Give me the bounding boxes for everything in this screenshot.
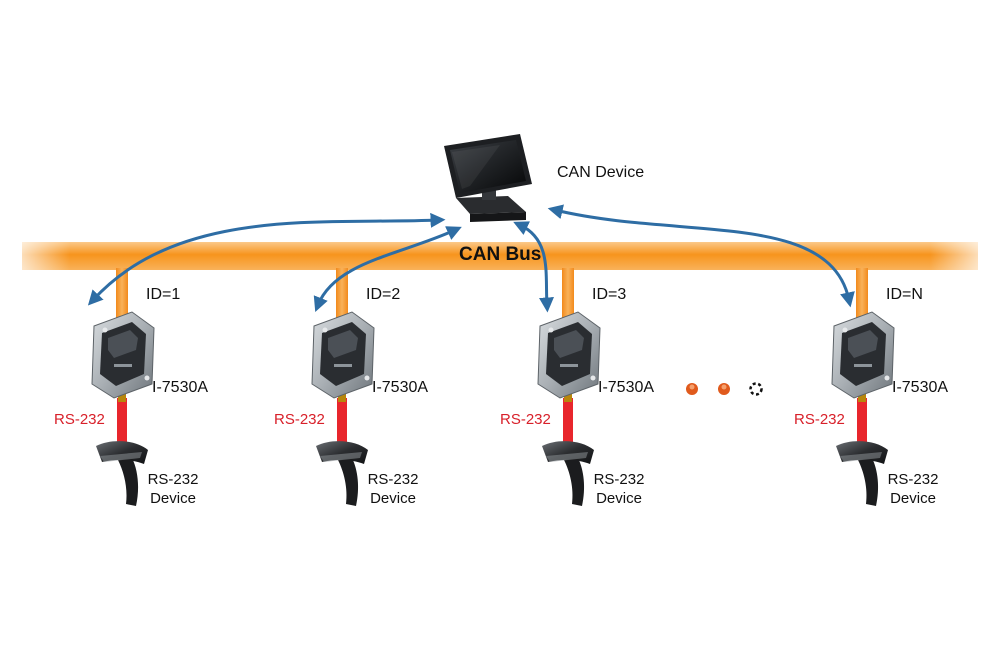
rs232-cable xyxy=(337,398,347,454)
communication-arrows xyxy=(87,204,855,313)
i7530a-module-icon xyxy=(311,311,375,399)
node-2 xyxy=(311,268,375,506)
rs232-label: RS-232 xyxy=(54,411,105,428)
device-label-line-1: RS-232 xyxy=(887,471,939,488)
arrow-node-2 xyxy=(313,226,462,312)
rs232-label: RS-232 xyxy=(794,411,845,428)
device-label-line-2: Device xyxy=(150,490,196,507)
can-bus-label: CAN Bus xyxy=(459,244,542,265)
rs232-connector xyxy=(564,394,572,402)
ellipsis-icon xyxy=(686,382,763,396)
module-model-label: I-7530A xyxy=(598,379,655,396)
rs232-cable xyxy=(117,398,127,454)
device-label-line-2: Device xyxy=(890,490,936,507)
node-id-label: ID=3 xyxy=(592,286,627,303)
rs232-connector xyxy=(858,394,866,402)
arrow-node-n xyxy=(547,204,855,308)
can-bus-fade-left xyxy=(0,240,70,272)
node-1 xyxy=(91,268,155,506)
rs232-scanner-icon xyxy=(542,441,594,506)
can-bus-fade-right xyxy=(930,240,1000,272)
node-id-label: ID=1 xyxy=(146,286,181,303)
module-model-label: I-7530A xyxy=(892,379,949,396)
bus-drop-line xyxy=(562,268,574,318)
can-device-monitor-icon xyxy=(444,134,532,222)
rs232-scanner-icon xyxy=(96,441,148,506)
module-model-label: I-7530A xyxy=(372,379,429,396)
module-model-label: I-7530A xyxy=(152,379,209,396)
device-label-line-1: RS-232 xyxy=(367,471,419,488)
rs232-label: RS-232 xyxy=(500,411,551,428)
i7530a-module-icon xyxy=(537,311,601,399)
node-3 xyxy=(537,268,601,506)
arrow-node-1 xyxy=(87,212,446,306)
node-id-label: ID=N xyxy=(886,286,923,303)
rs232-connector xyxy=(338,394,346,402)
i7530a-module-icon xyxy=(831,311,895,399)
i7530a-module-icon xyxy=(91,311,155,399)
rs232-label: RS-232 xyxy=(274,411,325,428)
device-label-line-1: RS-232 xyxy=(147,471,199,488)
node-id-label: ID=2 xyxy=(366,286,401,303)
rs232-cable xyxy=(563,398,573,454)
device-label-line-1: RS-232 xyxy=(593,471,645,488)
can-device-label: CAN Device xyxy=(557,164,645,181)
bus-drop-line xyxy=(856,268,868,318)
rs232-scanner-icon xyxy=(836,441,888,506)
device-label-line-2: Device xyxy=(596,490,642,507)
rs232-cable xyxy=(857,398,867,454)
rs232-scanner-icon xyxy=(316,441,368,506)
device-label-line-2: Device xyxy=(370,490,416,507)
node-4 xyxy=(831,268,895,506)
arrow-node-3 xyxy=(513,221,554,313)
rs232-connector xyxy=(118,394,126,402)
